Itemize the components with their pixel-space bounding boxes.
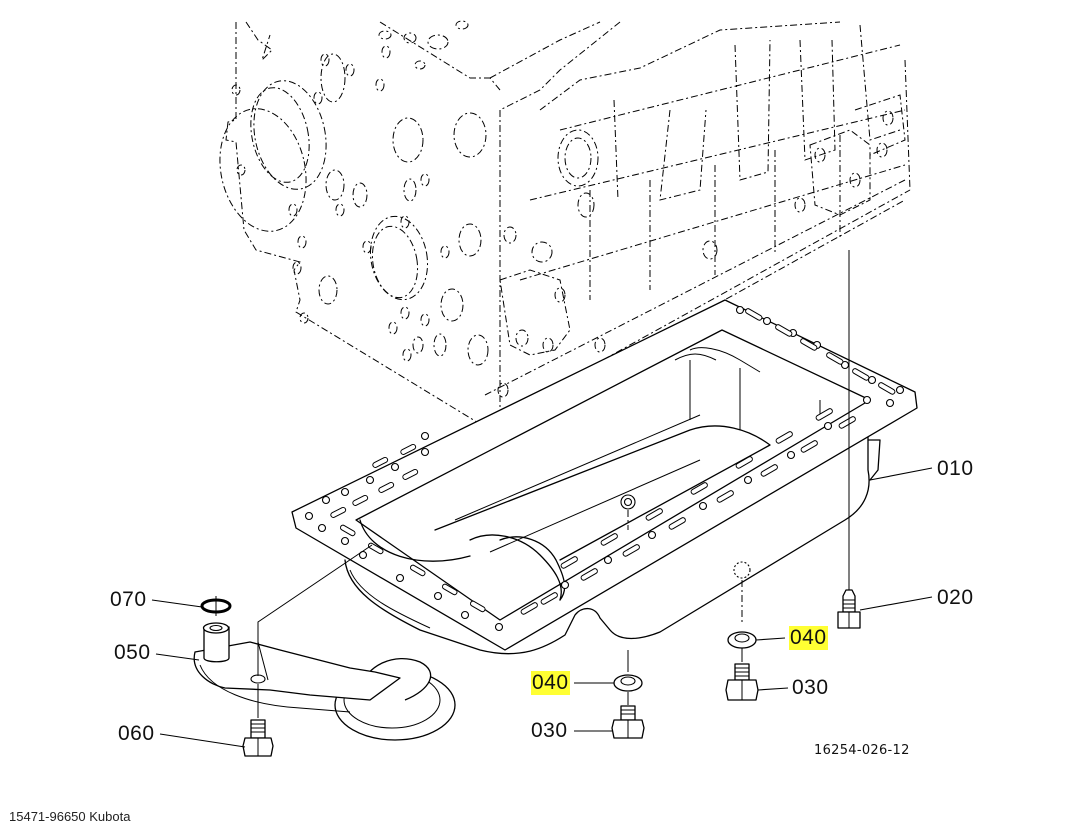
pan-bolt-020	[837, 250, 861, 629]
leader-070	[151, 599, 203, 608]
callout-070[interactable]: 070	[110, 588, 147, 611]
oil-strainer-050	[193, 544, 456, 741]
strainer-bolt-060	[242, 684, 274, 757]
oil-pan	[291, 299, 918, 655]
leader-010	[869, 467, 933, 481]
drain-assembly-rear	[725, 561, 759, 701]
callout-060[interactable]: 060	[118, 722, 155, 745]
callout-030-rear[interactable]: 030	[792, 676, 829, 699]
engine-block	[219, 20, 911, 455]
leader-050	[155, 653, 200, 661]
callout-040-rear[interactable]: 040	[789, 626, 828, 650]
callout-030-front[interactable]: 030	[531, 719, 568, 742]
callout-040-front[interactable]: 040	[531, 671, 570, 695]
leader-020	[859, 596, 933, 611]
flange-slots	[330, 308, 896, 615]
drain-assembly-front	[611, 650, 645, 739]
leader-060	[159, 733, 246, 748]
part-caption: 15471-96650 Kubota	[9, 809, 131, 824]
drawing-number: 16254-026-12	[814, 743, 910, 758]
o-ring-070	[200, 596, 232, 616]
flange-holes	[304, 305, 905, 632]
callout-020[interactable]: 020	[937, 586, 974, 609]
leader-040b	[755, 637, 786, 641]
callout-010[interactable]: 010	[937, 457, 974, 480]
callout-050[interactable]: 050	[114, 641, 151, 664]
leader-030b	[757, 687, 789, 691]
leader-lines	[151, 467, 933, 748]
